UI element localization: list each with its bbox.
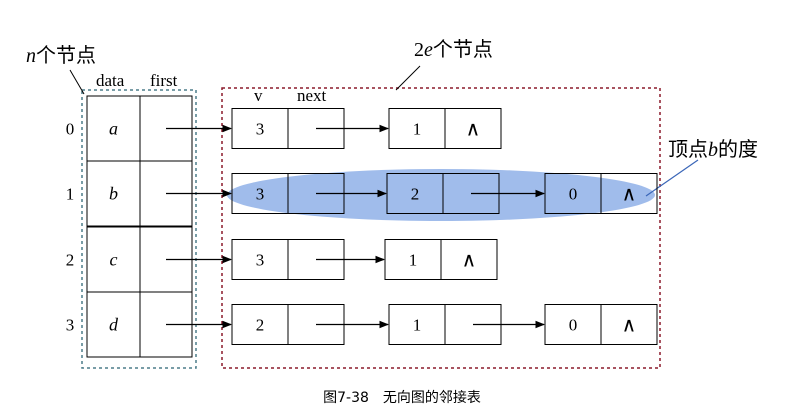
figure-caption: 图7-38 无向图的邻接表 xyxy=(323,389,481,406)
edge-node-value: 1 xyxy=(413,316,422,335)
edge-node-value: 0 xyxy=(569,185,578,204)
vertex-index-label: 1 xyxy=(66,185,75,204)
edge-node-value: 3 xyxy=(256,120,265,139)
vertex-name: d xyxy=(109,315,119,335)
degree-highlight-ellipse xyxy=(227,169,655,221)
next-header: next xyxy=(297,86,327,105)
edge-node-next-cell xyxy=(600,173,658,214)
edge-node-value: 3 xyxy=(256,185,265,204)
e-label-pointer xyxy=(395,65,421,91)
vertex-index-label: 2 xyxy=(66,251,75,270)
edge-node-value: 1 xyxy=(409,251,418,270)
null-pointer-symbol: ∧ xyxy=(462,248,477,272)
null-pointer-symbol: ∧ xyxy=(622,313,637,337)
edge-node-value: 2 xyxy=(411,185,420,204)
edge-node-next-cell xyxy=(600,304,658,345)
degree-label: 顶点b的度 xyxy=(668,137,758,161)
e-nodes-label: 2e个节点 xyxy=(414,37,493,61)
vertex-group-box xyxy=(81,89,197,369)
edge-node-value: 1 xyxy=(413,120,422,139)
vertex-name: b xyxy=(109,184,118,204)
null-pointer-symbol: ∧ xyxy=(622,182,637,206)
edge-node-value: 0 xyxy=(569,316,578,335)
vertex-index-label: 3 xyxy=(66,316,75,335)
edge-node-next-cell xyxy=(444,108,502,149)
edge-node-next-cell xyxy=(440,239,498,280)
edge-group-box xyxy=(221,87,661,369)
vertex-index-label: 0 xyxy=(66,120,75,139)
n-nodes-label: n个节点 xyxy=(26,43,96,67)
edge-node-value: 2 xyxy=(256,316,265,335)
data-header: data xyxy=(96,71,125,90)
vertex-name: c xyxy=(110,250,118,270)
edge-node-value: 3 xyxy=(256,251,265,270)
vertex-name: a xyxy=(109,119,118,139)
null-pointer-symbol: ∧ xyxy=(466,117,481,141)
degree-callout-line xyxy=(645,159,699,197)
first-header: first xyxy=(150,71,178,90)
v-header: v xyxy=(254,86,263,105)
n-label-pointer xyxy=(69,69,85,95)
